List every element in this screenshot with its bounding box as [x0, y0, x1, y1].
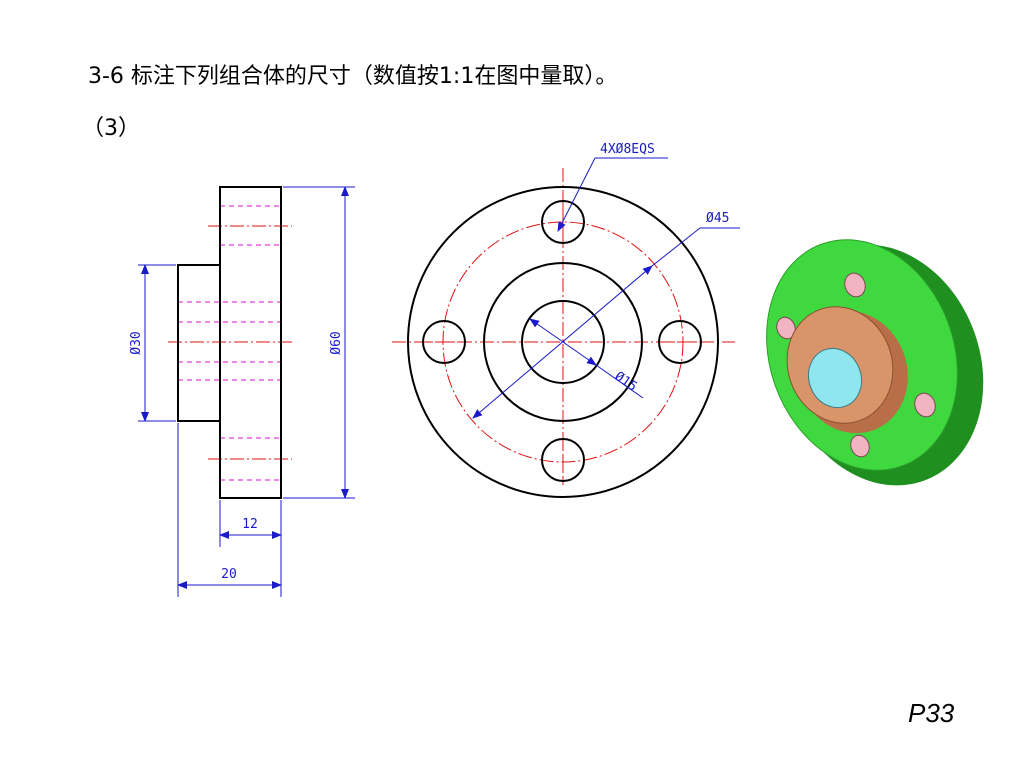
hidden-lines — [178, 205, 281, 481]
bore-3d — [808, 347, 862, 409]
flange-holes — [776, 272, 936, 458]
hole-right — [658, 320, 702, 364]
flange-circle — [407, 186, 719, 498]
dim-length — [177, 423, 282, 597]
hole-left — [422, 320, 466, 364]
front-view: Ø45 Ø15 4XØ8EQS — [392, 142, 740, 498]
dim-boss — [138, 264, 176, 422]
page-number: P33 — [908, 698, 955, 728]
dim-holes — [557, 157, 668, 232]
hole-top — [541, 200, 585, 244]
front-centerlines — [392, 168, 735, 485]
dim-flange — [283, 186, 355, 499]
side-outline — [177, 186, 282, 499]
exercise-subtitle: （3） — [82, 116, 140, 141]
hole-3d-bottom — [850, 434, 870, 458]
dim-thickness-label: 12 — [242, 517, 258, 532]
hole-3d-top — [844, 272, 866, 298]
dim-boss-label: Ø30 — [129, 331, 144, 354]
hole-3d-right — [914, 392, 936, 418]
hole-bottom — [541, 438, 585, 482]
dim-flange-label: Ø60 — [329, 331, 344, 354]
isometric-view — [766, 239, 984, 486]
dim-length-label: 20 — [221, 567, 237, 582]
dim-bolt-circle-label: Ø45 — [706, 211, 729, 226]
side-view: Ø30 Ø60 12 20 — [129, 186, 355, 597]
hole-3d-left — [776, 316, 796, 340]
dim-thickness — [219, 500, 282, 597]
dim-bolt-circle — [472, 227, 740, 419]
dim-bore — [529, 318, 644, 399]
exercise-title: 3-6 标注下列组合体的尺寸（数值按1:1在图中量取）。 — [88, 64, 618, 89]
dim-holes-label: 4XØ8EQS — [600, 142, 655, 157]
side-centerlines — [168, 225, 292, 460]
